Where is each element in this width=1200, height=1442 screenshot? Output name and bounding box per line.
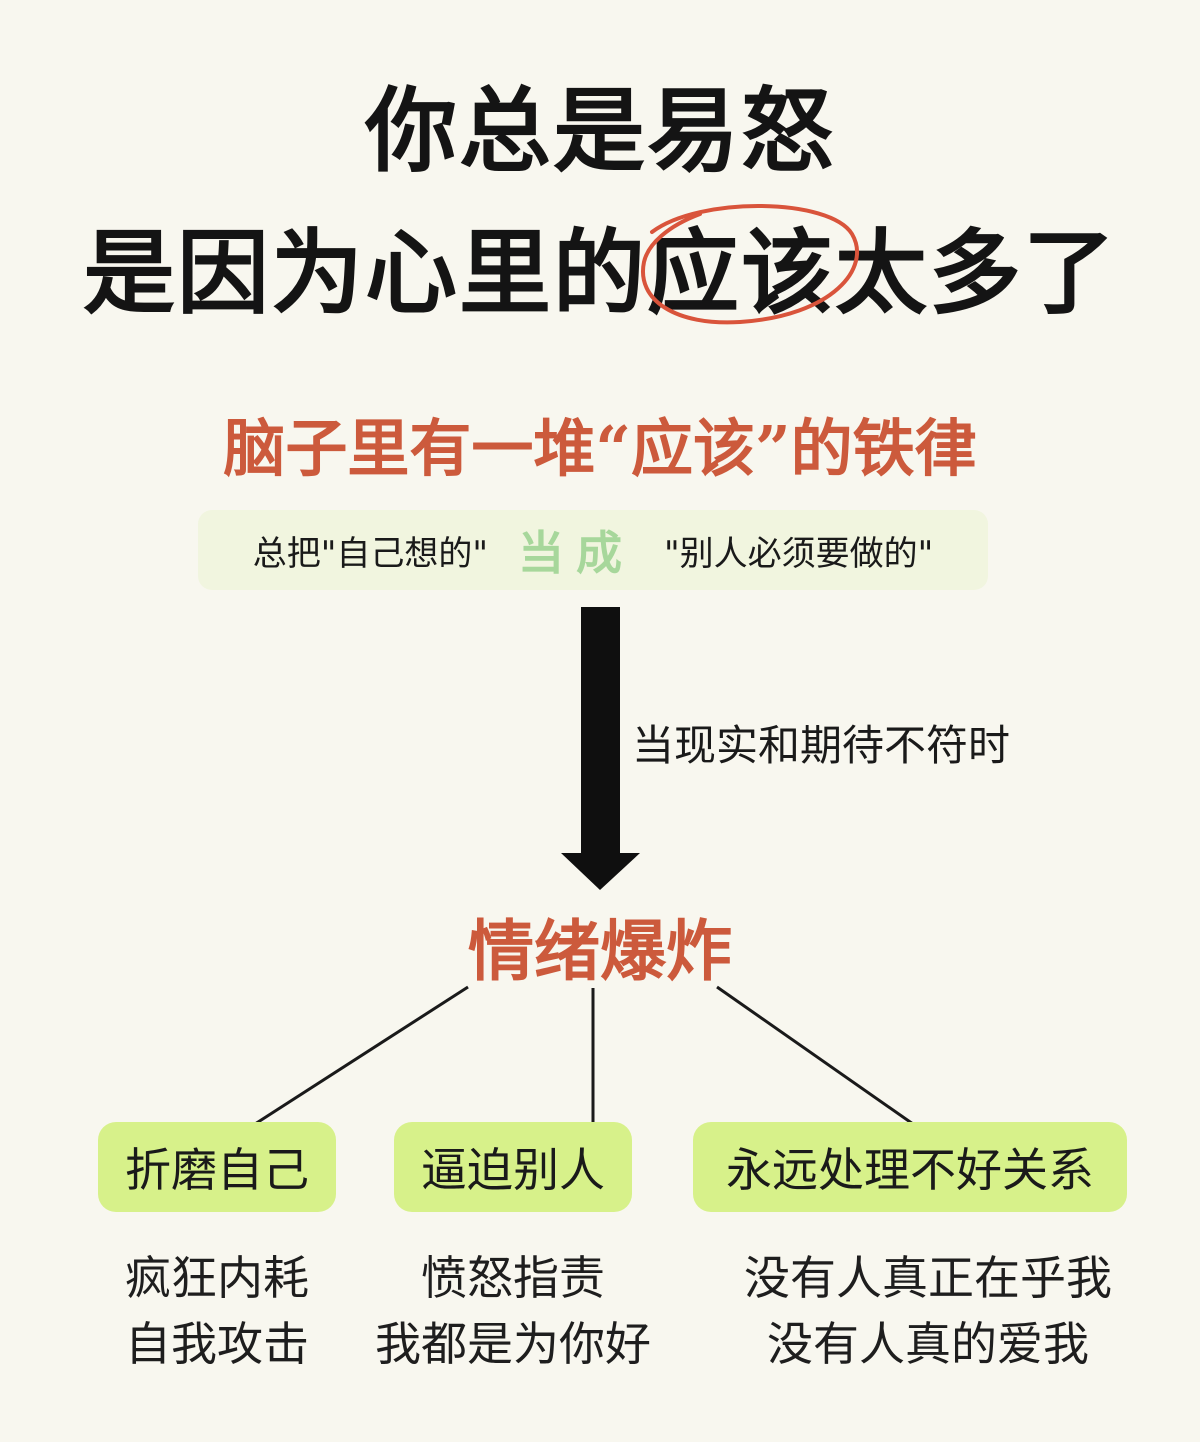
branch-details-bad-relationships: 没有人真正在乎我 没有人真的爱我 (693, 1245, 1163, 1377)
detail-line: 疯狂内耗 (125, 1251, 309, 1305)
branch-box-force-others: 逼迫别人 (394, 1122, 632, 1212)
title-line-1: 你总是易怒 (364, 78, 835, 185)
concept-middle-text: 当成 (518, 526, 634, 580)
down-arrow-head (561, 853, 640, 890)
detail-line: 没有人真正在乎我 (744, 1251, 1112, 1305)
title-line-2: 是因为心里的应该太多了 (82, 220, 1117, 327)
detail-line: 愤怒指责 (421, 1251, 605, 1305)
connector-line-right (716, 985, 914, 1126)
branch-details-self-torment: 疯狂内耗 自我攻击 (98, 1245, 336, 1377)
down-arrow-shaft (581, 607, 620, 857)
connector-line-left (254, 985, 469, 1126)
subtitle: 脑子里有一堆“应该”的铁律 (223, 412, 977, 485)
branch-box-self-torment: 折磨自己 (98, 1122, 336, 1212)
concept-left-text: 总把"自己想的" (252, 533, 488, 574)
detail-line: 没有人真的爱我 (767, 1317, 1089, 1371)
concept-box: 总把"自己想的" 当成 "别人必须要做的" (198, 510, 988, 590)
concept-right-text: "别人必须要做的" (664, 533, 934, 574)
branch-box-bad-relationships: 永远处理不好关系 (693, 1122, 1127, 1212)
detail-line: 我都是为你好 (375, 1317, 651, 1371)
condition-label: 当现实和期待不符时 (632, 721, 1011, 770)
detail-line: 自我攻击 (125, 1317, 309, 1371)
center-node: 情绪爆炸 (468, 912, 732, 990)
highlight-circle (641, 204, 859, 325)
branch-details-force-others: 愤怒指责 我都是为你好 (354, 1245, 672, 1377)
